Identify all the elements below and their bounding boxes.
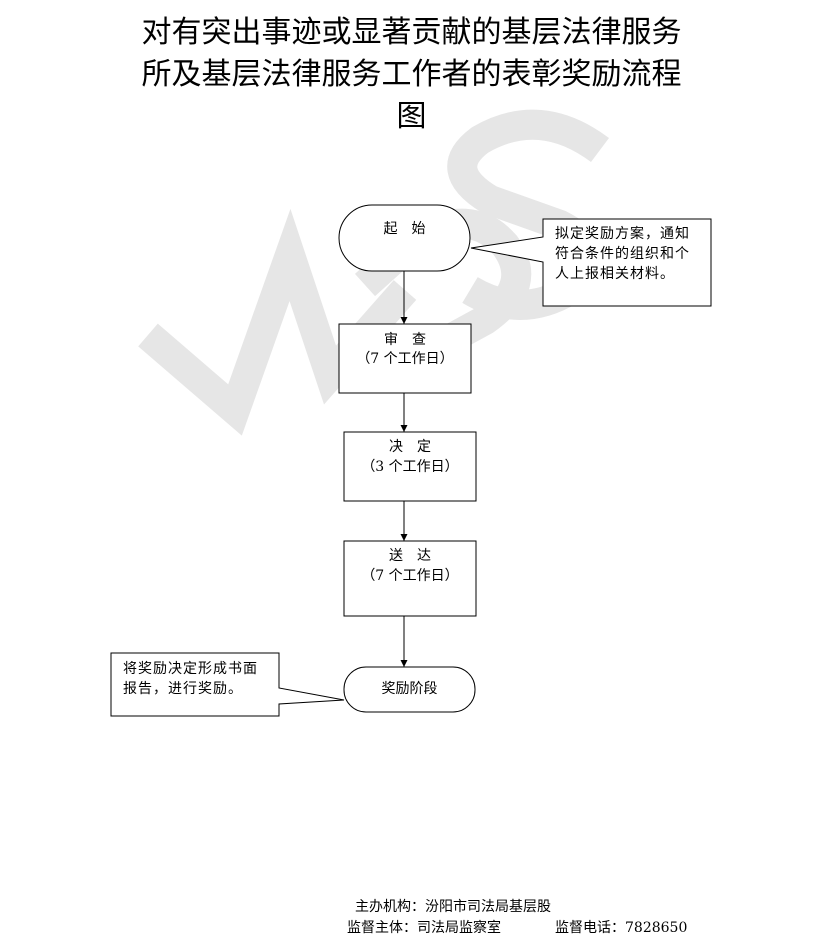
start-callout-line-1: 拟定奖励方案，通知: [555, 226, 690, 242]
decide-node: [343, 431, 477, 502]
start-callout-text: 拟定奖励方案，通知 符合条件的组织和个 人上报相关材料。: [555, 224, 707, 284]
reward-callout-box: [110, 652, 345, 717]
reward-node: [343, 666, 476, 713]
deliver-label: 送 达: [389, 548, 431, 564]
title-line-2: 所及基层法律服务工作者的表彰奖励流程: [141, 57, 682, 92]
title-line-1: 对有突出事迹或显著贡献的基层法律服务: [141, 15, 682, 50]
reward-callout-text: 将奖励决定形成书面 报告，进行奖励。: [123, 659, 275, 699]
footer-supervisor: 监督主体：司法局监察室: [347, 920, 501, 936]
deliver-node: [343, 540, 477, 617]
start-callout-line-3: 人上报相关材料。: [555, 266, 675, 282]
title-line-3: 图: [396, 99, 427, 134]
footer-organizer: 主办机构：汾阳市司法局基层股: [355, 899, 551, 915]
start-callout-box: [470, 218, 712, 307]
start-label: 起 始: [383, 221, 426, 237]
review-node: [338, 323, 472, 394]
reward-label: 奖励阶段: [381, 681, 438, 697]
decide-duration: （3 个工作日）: [361, 459, 459, 475]
reward-callout-line-1: 将奖励决定形成书面: [123, 661, 258, 677]
review-label: 审 查: [384, 332, 426, 348]
page-title: 对有突出事迹或显著贡献的基层法律服务 所及基层法律服务工作者的表彰奖励流程 图: [60, 12, 763, 138]
deliver-duration: （7 个工作日）: [361, 568, 459, 584]
decide-label: 决 定: [389, 439, 431, 455]
review-duration: （7 个工作日）: [356, 351, 454, 367]
start-callout-line-2: 符合条件的组织和个: [555, 246, 690, 262]
footer-phone: 监督电话：7828650: [555, 920, 688, 936]
reward-callout-line-2: 报告，进行奖励。: [123, 681, 243, 697]
